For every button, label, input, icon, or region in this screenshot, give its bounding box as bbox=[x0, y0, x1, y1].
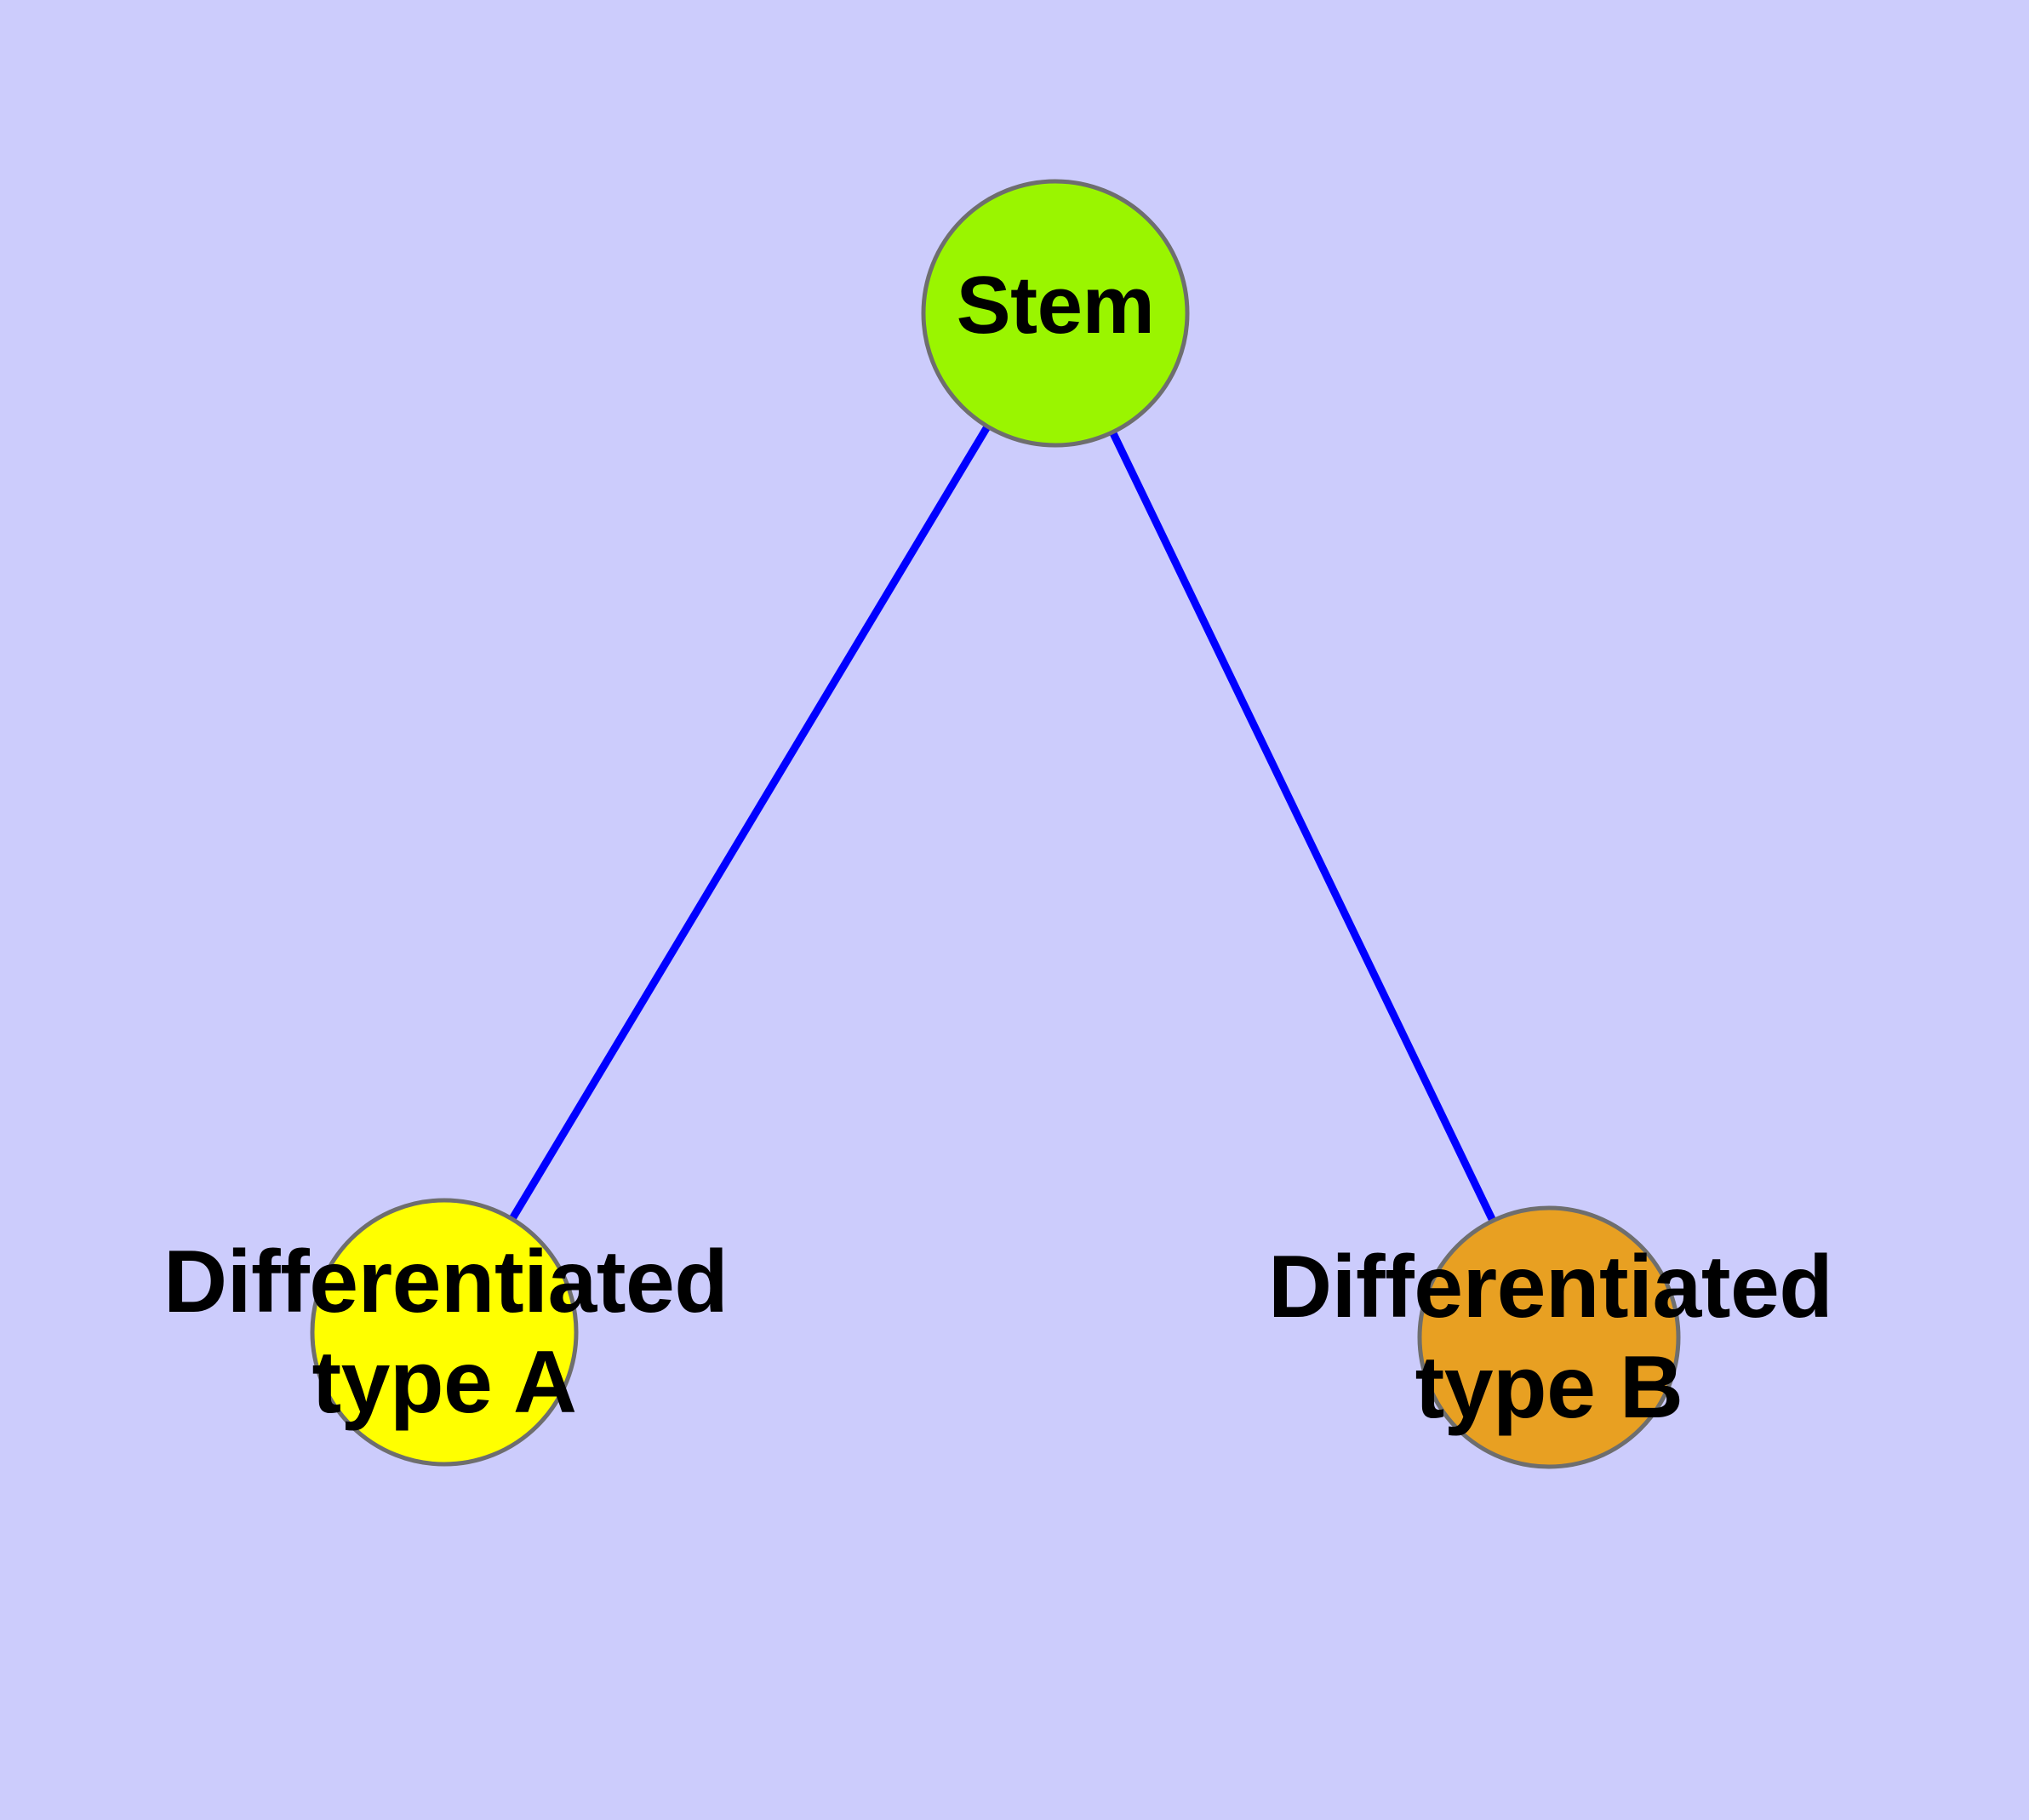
edge-stem-to-differentiated-type-b[interactable] bbox=[1109, 430, 1497, 1223]
node-stem[interactable] bbox=[921, 179, 1190, 448]
node-layer bbox=[310, 179, 1681, 1469]
node-differentiated-type-b[interactable] bbox=[1417, 1205, 1681, 1469]
edge-stem-to-differentiated-type-a[interactable] bbox=[508, 424, 992, 1222]
node-differentiated-type-a[interactable] bbox=[310, 1198, 579, 1467]
edge-layer bbox=[508, 424, 1497, 1223]
